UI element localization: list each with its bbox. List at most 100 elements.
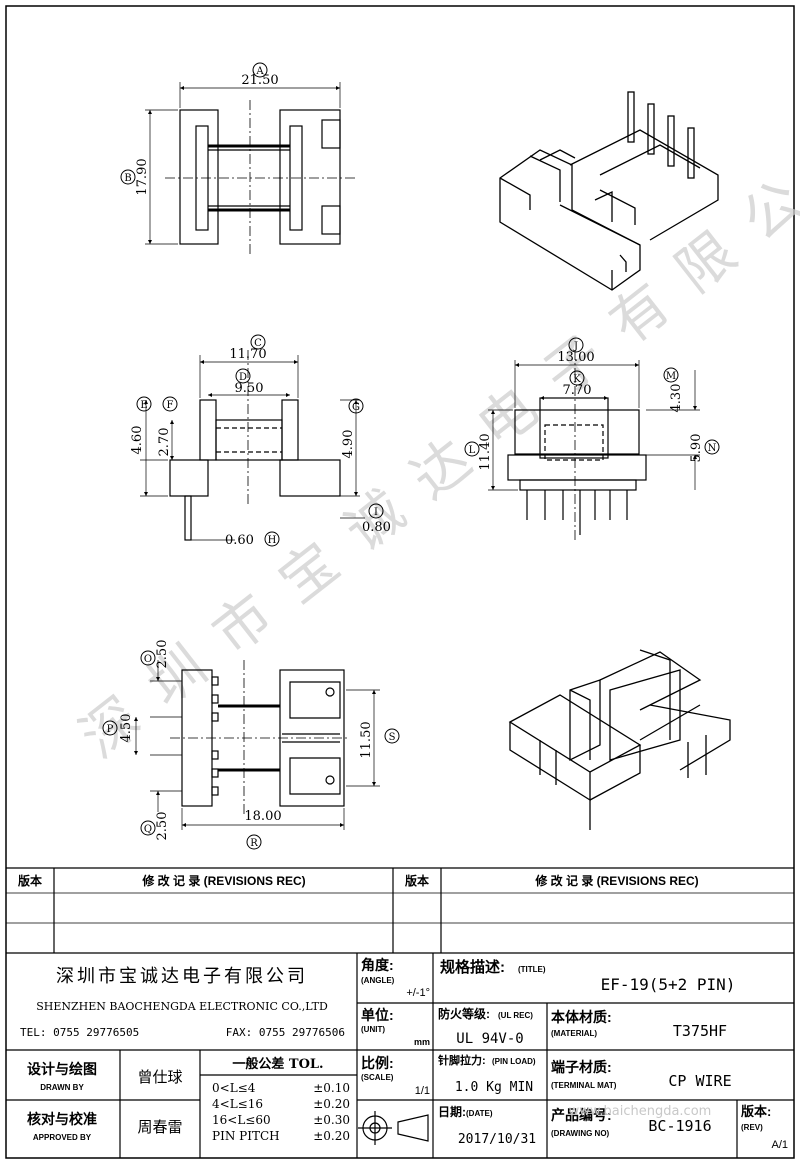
bottom-view <box>133 660 380 830</box>
approved-name: 周春雷 <box>137 1119 182 1136</box>
label-O: O <box>144 654 152 665</box>
dim-I: 0.80 <box>362 520 391 535</box>
ul-cell: 防火等级: (UL REC) UL 94V-0 <box>438 1006 533 1047</box>
pin-load-value: 1.0 Kg MIN <box>455 1080 533 1095</box>
side-view <box>488 350 700 540</box>
date-cell: 日期: (DATE) 2017/10/31 <box>438 1104 536 1147</box>
angle-label-en: (ANGLE) <box>361 976 395 985</box>
title-cell: 规格描述: (TITLE) EF-19(5+2 PIN) <box>440 958 735 994</box>
rev-col-header-4: 修 改 记 录 (REVISIONS REC) <box>534 873 698 888</box>
approved-label-en: APPROVED BY <box>33 1133 92 1142</box>
scale-label-en: (SCALE) <box>361 1073 394 1082</box>
tol-value-0: ±0.10 <box>313 1081 350 1095</box>
drawing-no-label-en: (DRAWING NO) <box>551 1129 610 1138</box>
site-watermark: www.baichengda.com <box>569 1104 712 1119</box>
angle-value: +/-1° <box>406 987 430 999</box>
pin-load-cell: 针脚拉力: (PIN LOAD) 1.0 Kg MIN <box>438 1053 536 1095</box>
drawing-no-label: 产品编号: <box>551 1107 612 1123</box>
label-H: H <box>268 535 277 546</box>
front-view <box>140 350 365 541</box>
title-block-lines <box>6 867 794 1158</box>
drawing-no-cell: 产品编号: (DRAWING NO) BC-1916 <box>551 1107 712 1138</box>
dim-A: 21.50 <box>241 73 278 88</box>
dim-R: 18.00 <box>244 809 281 824</box>
terminal-label-en: (TERMINAL MAT) <box>551 1081 617 1090</box>
tol-range-0: 0<L≤4 <box>212 1081 256 1095</box>
tolerance-table: 一般公差 TOL. 0<L≤4 ±0.10 4<L≤16 ±0.20 16<L≤… <box>212 1056 350 1143</box>
material-value: T375HF <box>673 1022 727 1040</box>
top-view <box>145 82 355 255</box>
label-N: N <box>708 443 717 454</box>
dim-B: 17.90 <box>135 158 150 195</box>
title-label: 规格描述: <box>440 958 505 976</box>
rev-cell: 版本: (REV) A/1 <box>741 1104 788 1151</box>
tol-value-3: ±0.20 <box>313 1129 350 1143</box>
dim-C: 11.70 <box>229 347 266 362</box>
dim-H: 0.60 <box>225 533 254 548</box>
unit-value: mm <box>414 1037 430 1047</box>
label-K: K <box>573 374 581 385</box>
label-F: F <box>167 400 174 411</box>
label-C: C <box>254 338 262 349</box>
dim-N: 5.90 <box>689 434 704 463</box>
iso-view-top <box>499 91 719 291</box>
pin-load-label: 针脚拉力: <box>438 1053 486 1067</box>
label-M: M <box>666 371 676 382</box>
label-P: P <box>107 724 114 735</box>
dim-O: 2.50 <box>155 640 170 669</box>
label-Q: Q <box>144 824 152 835</box>
drawing-no-value: BC-1916 <box>648 1117 711 1135</box>
dim-J: 13.00 <box>557 350 594 365</box>
tol-range-3: PIN PITCH <box>212 1129 280 1143</box>
dim-G: 4.90 <box>341 430 356 459</box>
terminal-cell: 端子材质: (TERMINAL MAT) CP WIRE <box>551 1059 732 1090</box>
label-B: B <box>124 173 131 184</box>
revisions-header: 版本 修 改 记 录 (REVISIONS REC) 版本 修 改 记 录 (R… <box>18 873 699 888</box>
label-I: I <box>374 507 378 518</box>
dim-K: 7.70 <box>563 383 592 398</box>
rev-label: 版本: <box>741 1104 771 1119</box>
ul-label: 防火等级: <box>438 1006 490 1021</box>
drawn-label-en: DRAWN BY <box>40 1083 84 1092</box>
tol-value-1: ±0.20 <box>313 1097 350 1111</box>
drawn-name: 曾仕球 <box>137 1069 182 1086</box>
label-J: J <box>573 341 578 352</box>
top-view-labels: A 21.50 B 17.90 <box>120 62 279 196</box>
label-G: G <box>352 402 360 413</box>
date-label-en: (DATE) <box>466 1109 493 1118</box>
company-fax: FAX: 0755 29776506 <box>226 1026 345 1039</box>
label-R: R <box>250 838 258 849</box>
rev-label-en: (REV) <box>741 1123 763 1132</box>
label-A: A <box>255 66 264 77</box>
terminal-value: CP WIRE <box>668 1072 731 1090</box>
label-E: E <box>140 400 147 411</box>
front-view-labels: C 11.70 D 9.50 E 4.60 F 2.70 G 4.90 0.60… <box>130 334 391 548</box>
projection-symbol-icon <box>358 1111 429 1145</box>
unit-label-en: (UNIT) <box>361 1025 385 1034</box>
tol-range-2: 16<L≤60 <box>212 1113 271 1127</box>
ul-value: UL 94V-0 <box>456 1031 523 1047</box>
scale-label: 比例: <box>361 1055 394 1071</box>
label-S: S <box>389 732 396 743</box>
dim-D: 9.50 <box>235 381 264 396</box>
date-value: 2017/10/31 <box>458 1132 536 1147</box>
dim-M: 4.30 <box>669 384 684 413</box>
rev-col-header-2: 修 改 记 录 (REVISIONS REC) <box>141 873 305 888</box>
tol-range-1: 4<L≤16 <box>212 1097 263 1111</box>
bottom-view-labels: O 2.50 P 4.50 Q 2.50 18.00 R S 11.50 <box>102 640 400 850</box>
pin-load-label-en: (PIN LOAD) <box>492 1057 536 1066</box>
dim-L: 11.40 <box>478 433 493 470</box>
dim-S: 11.50 <box>359 721 374 758</box>
angle-label: 角度: <box>361 957 394 973</box>
terminal-label: 端子材质: <box>551 1059 612 1075</box>
tol-value-2: ±0.30 <box>313 1113 350 1127</box>
sheet-border <box>5 5 795 1159</box>
side-view-labels: J 13.00 K 7.70 L 11.40 M 4.30 N 5.90 <box>464 337 720 471</box>
material-cell: 本体材质: (MATERIAL) T375HF <box>551 1009 727 1040</box>
title-label-en: (TITLE) <box>518 965 546 974</box>
drawn-label: 设计与绘图 <box>27 1061 97 1077</box>
company-tel: TEL: 0755 29776505 <box>20 1026 139 1039</box>
tolerance-title: 一般公差 TOL. <box>232 1056 323 1072</box>
